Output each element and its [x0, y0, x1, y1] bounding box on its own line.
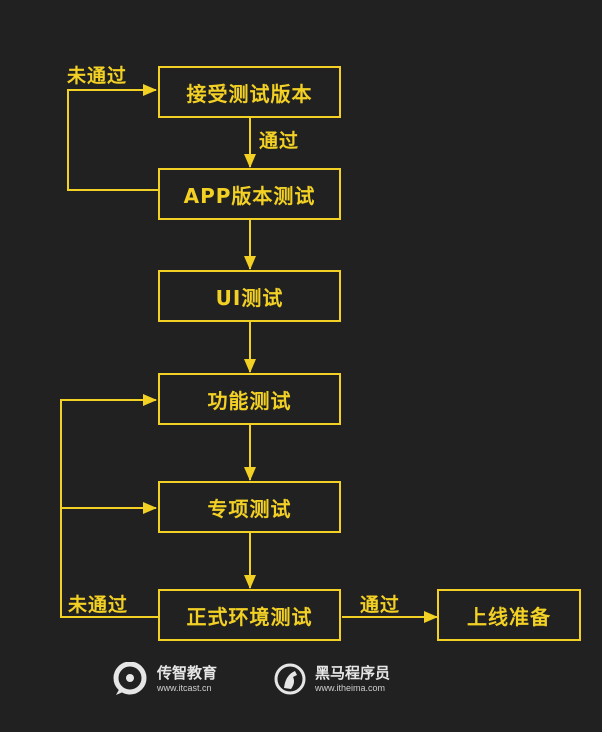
node-ui-test: UI测试: [158, 270, 341, 322]
node-receive-test-version: 接受测试版本: [158, 66, 341, 118]
node-function-test: 功能测试: [158, 373, 341, 425]
itcast-logo-url: www.itcast.cn: [157, 682, 212, 693]
itheima-horse-icon: [274, 663, 306, 695]
label-pass-formal: 通过: [360, 594, 401, 616]
label-fail-formal: 未通过: [68, 594, 129, 616]
node-formal-env-test: 正式环境测试: [158, 589, 341, 641]
itheima-logo-url: www.itheima.com: [315, 682, 386, 693]
itheima-logo-name: 黑马程序员: [315, 663, 391, 682]
label-pass-receive: 通过: [259, 130, 300, 152]
itcast-logo-icon: [113, 662, 147, 695]
itcast-logo: 传智教育 www.itcast.cn: [113, 662, 217, 696]
node-app-version-test: APP版本测试: [158, 168, 341, 220]
itcast-logo-name: 传智教育: [157, 663, 218, 682]
node-launch-prep: 上线准备: [437, 589, 581, 641]
itheima-logo: 黑马程序员 www.itheima.com: [273, 662, 390, 696]
edge-app-fail-loop: [67, 84, 158, 191]
node-special-test: 专项测试: [158, 481, 341, 533]
label-fail-app: 未通过: [67, 65, 128, 87]
